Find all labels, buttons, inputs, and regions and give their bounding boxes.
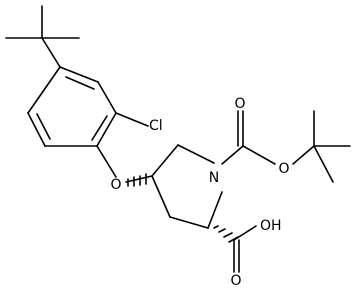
carbamate-ester-oxygen-label: O	[278, 161, 289, 177]
o-c4-bond	[125, 175, 153, 183]
nitrogen-label: N	[209, 170, 219, 186]
carboxylic-acid-bonds	[233, 225, 257, 273]
benzene-ring	[27, 66, 117, 147]
acid-carbonyl-oxygen-label: O	[230, 273, 241, 289]
carbamate-carbonyl-oxygen-label: O	[234, 96, 245, 112]
ether-oxygen-label: O	[110, 177, 121, 193]
hydroxyl-label: OH	[260, 218, 282, 234]
cl-bond	[115, 112, 149, 127]
chlorine-label: Cl	[149, 118, 163, 134]
aryl-o-bond	[96, 145, 117, 178]
c4-hashed-wedge	[127, 173, 147, 187]
aryl-tert-butyl-bonds	[5, 5, 80, 68]
pyrrolidine-ring	[151, 144, 223, 229]
boc-group-bonds	[221, 110, 351, 183]
